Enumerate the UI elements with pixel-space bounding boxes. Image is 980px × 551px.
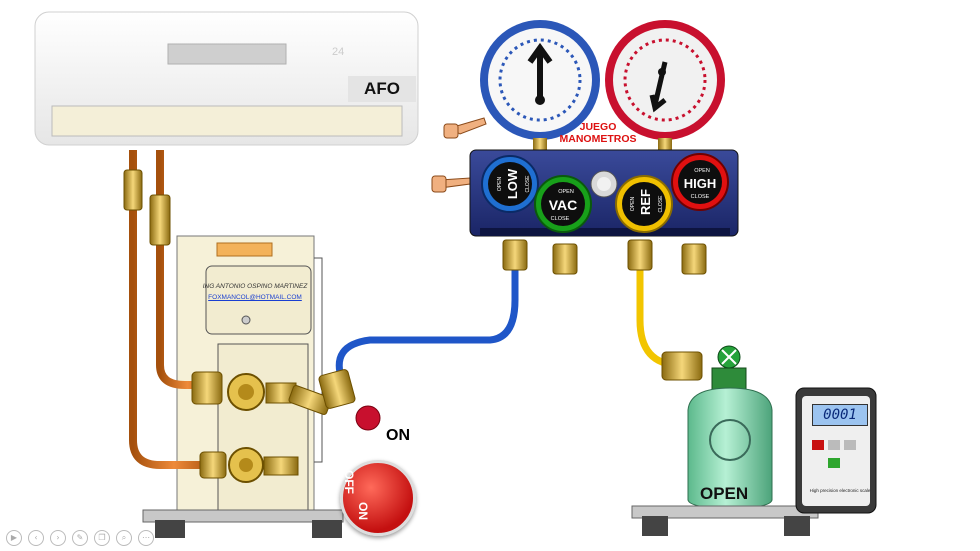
refrigerant-tank	[631, 345, 819, 536]
power-button-off-label: OFF	[342, 470, 356, 494]
low-pressure-gauge	[480, 20, 600, 140]
knob-vac-close: CLOSE	[551, 216, 570, 222]
knob-high-close: CLOSE	[691, 194, 710, 200]
scale-caption: High precision electronic scale	[809, 488, 871, 493]
engineer-name: ING ANTONIO OSPINO MARTINEZ	[202, 283, 308, 290]
schrader-valve-cap[interactable]	[355, 405, 381, 431]
manifold-fittings	[502, 239, 707, 275]
tank-state-label: OPEN	[700, 484, 749, 503]
scale-key-unit[interactable]	[844, 440, 856, 450]
service-valve-liquid[interactable]	[199, 447, 299, 483]
knob-high-label: HIGH	[684, 176, 717, 191]
copper-lines	[123, 150, 215, 469]
knob-ref[interactable]: REF OPEN CLOSE	[615, 175, 673, 233]
ac-temperature-display: 24	[332, 46, 345, 58]
power-button-on-label: ON	[356, 502, 370, 520]
knob-low-close: CLOSE	[525, 175, 531, 193]
condenser-label-plate	[216, 242, 273, 257]
knob-low[interactable]: LOW OPEN CLOSE	[481, 155, 539, 213]
scale-display: 0001	[812, 404, 868, 426]
knob-ref-label: REF	[638, 189, 653, 215]
scale-key-lamp[interactable]	[828, 458, 840, 468]
knob-vac[interactable]: VAC OPEN CLOSE	[534, 175, 592, 233]
knob-ref-close: CLOSE	[658, 195, 664, 213]
service-valve-state: ON	[386, 427, 410, 444]
next-icon[interactable]: ›	[50, 530, 66, 546]
knob-high[interactable]: HIGH OPEN CLOSE	[671, 153, 729, 211]
blue-hose-low	[335, 270, 519, 382]
copy-icon[interactable]: ❐	[94, 530, 110, 546]
service-valve-suction[interactable]	[191, 371, 332, 415]
more-icon[interactable]: ⋯	[138, 530, 154, 546]
high-pressure-gauge	[605, 20, 725, 140]
prev-icon[interactable]: ‹	[28, 530, 44, 546]
knob-low-open: OPEN	[497, 177, 503, 192]
knob-high-open: OPEN	[694, 168, 710, 174]
play-icon[interactable]: ▶	[6, 530, 22, 546]
ac-display-panel	[167, 43, 287, 65]
pointing-hand-icon	[443, 117, 487, 139]
ac-louver	[51, 105, 403, 137]
yellow-hose-ref	[636, 270, 681, 369]
pen-icon[interactable]: ✎	[72, 530, 88, 546]
zoom-icon[interactable]: ⌕	[116, 530, 132, 546]
knob-vac-open: OPEN	[558, 189, 574, 195]
manifold-title-line2: MANOMETROS	[559, 133, 637, 145]
scale-key-zt[interactable]	[828, 440, 840, 450]
scale-key-on[interactable]	[812, 440, 824, 450]
slide-toolbar: ▶ ‹ › ✎ ❐ ⌕ ⋯	[6, 530, 154, 546]
pointing-hand-icon	[431, 175, 471, 193]
knob-vac-label: VAC	[549, 197, 578, 213]
knob-low-label: LOW	[505, 168, 520, 199]
indoor-ac-unit	[34, 11, 419, 146]
manifold-title-line1: JUEGO	[579, 121, 617, 133]
knob-ref-open: OPEN	[630, 197, 636, 212]
power-button[interactable]	[340, 460, 416, 536]
engineer-email-link[interactable]: FOXMANCOL@HOTMAIL.COM	[208, 294, 302, 301]
ac-brand-label: AFO	[348, 76, 416, 102]
manifold-title: JUEGO MANOMETROS	[548, 121, 648, 145]
